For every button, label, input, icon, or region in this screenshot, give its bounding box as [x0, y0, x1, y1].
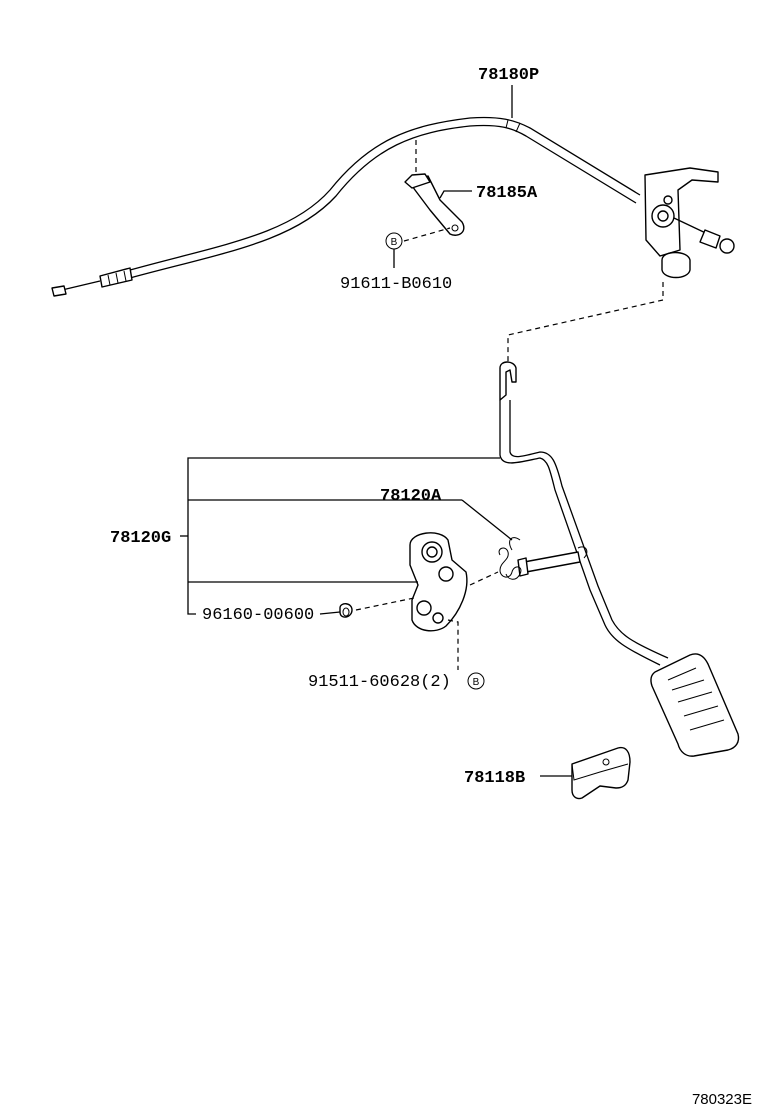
cable-to-pedal-dashed-guide — [507, 282, 664, 372]
spring-dashed-guide — [469, 571, 499, 586]
pedal-pad[interactable] — [571, 746, 631, 800]
leader-78185A — [439, 190, 472, 199]
bolt-marker-bottom: B — [467, 672, 485, 690]
bolt-marker-top-text: B — [391, 237, 398, 248]
label-pedal-assy: 78120G — [110, 529, 171, 548]
bolt-dashed-guide-bottom — [447, 619, 459, 670]
label-cable: 78180P — [478, 66, 539, 85]
bolt-dashed-guide-top — [403, 227, 451, 242]
leader-78120A — [461, 499, 513, 541]
bushing[interactable] — [339, 603, 353, 618]
figure-reference: 780323E — [692, 1091, 752, 1108]
cable-bracket[interactable] — [644, 167, 735, 279]
pedal-arm[interactable] — [499, 361, 740, 757]
bushing-dashed-guide — [355, 597, 415, 611]
label-bushing: 96160-00600 — [202, 606, 314, 625]
return-spring[interactable] — [498, 537, 522, 580]
bolt-marker-top: B — [385, 232, 403, 250]
label-clamp-bolt: 91611-B0610 — [340, 275, 452, 294]
label-clamp: 78185A — [476, 184, 538, 203]
accelerator-cable[interactable] — [51, 116, 641, 297]
leader-96160-00600 — [319, 611, 341, 615]
cable-clamp[interactable] — [404, 173, 465, 236]
label-bolts: 91511-60628(2) — [308, 673, 451, 692]
bolt-marker-bottom-text: B — [473, 677, 480, 688]
label-spring: 78120A — [380, 487, 442, 506]
label-pad: 78118B — [464, 769, 525, 788]
pedal-pivot-bracket[interactable] — [409, 532, 581, 632]
